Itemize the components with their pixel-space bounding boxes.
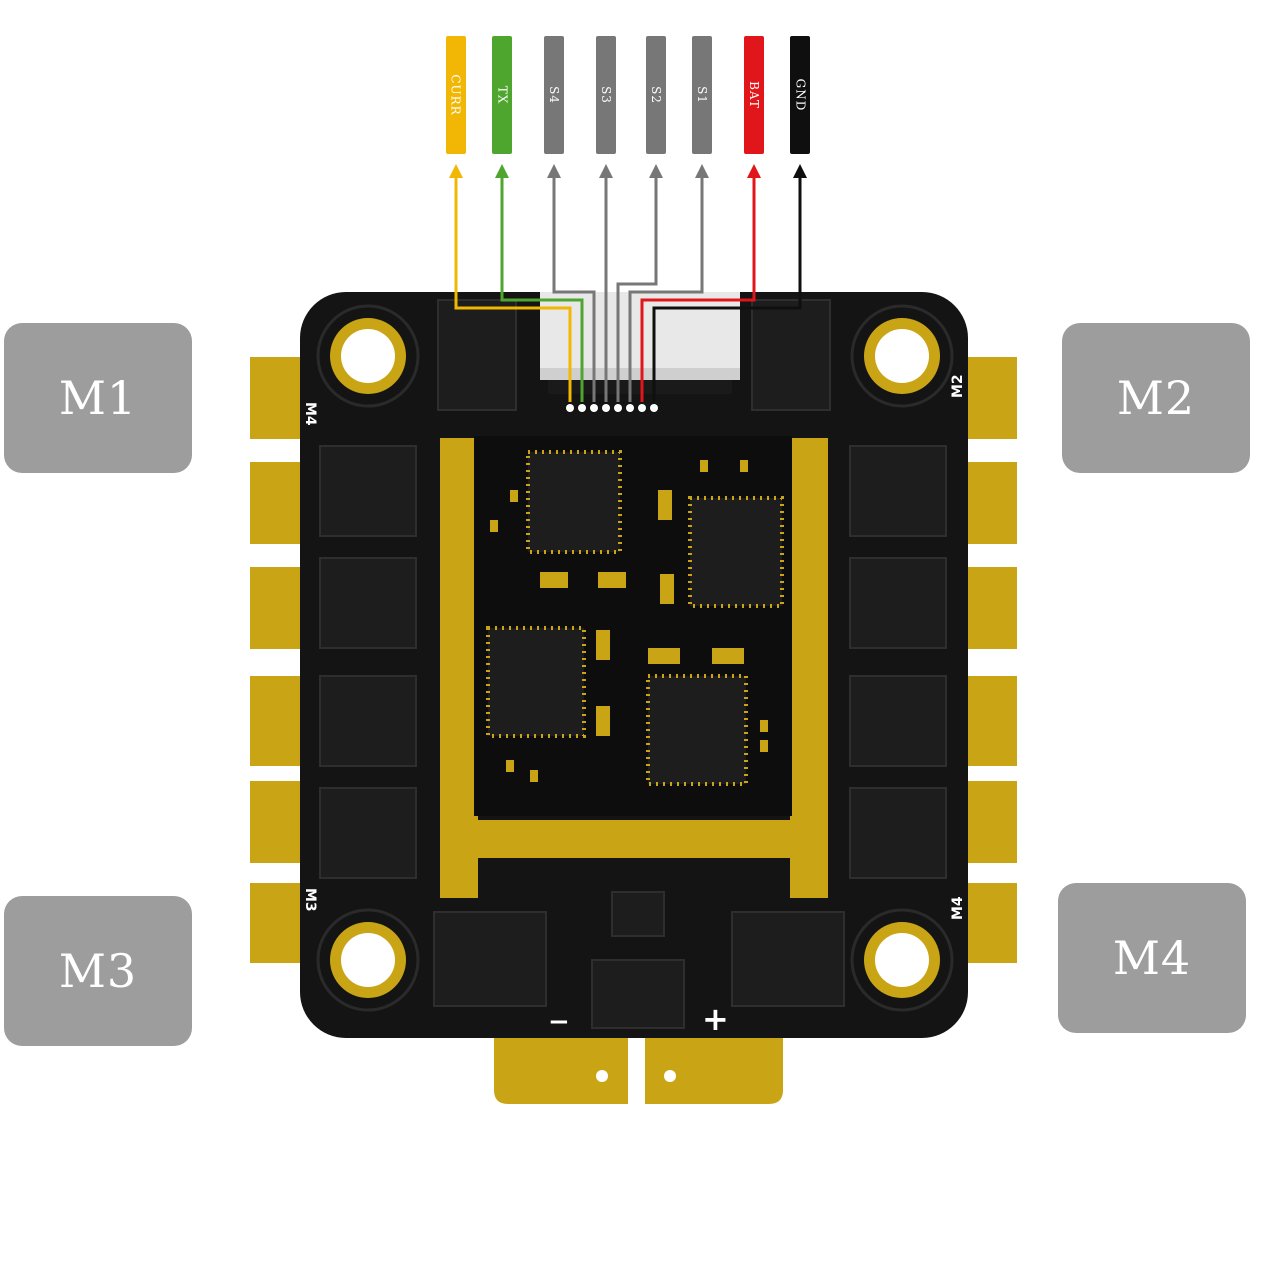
motor-label-m4-text: M4 [1112, 931, 1192, 985]
wire-path-tx [500, 170, 584, 402]
side-mosfets [319, 445, 947, 1029]
wire-tag-label: BAT [747, 81, 761, 109]
wire-pad-s1 [626, 404, 634, 412]
motor-label-m1: M1 [4, 323, 192, 473]
wire-tag-gnd: GND [790, 36, 810, 154]
wire-tag-s3: S3 [596, 36, 616, 154]
wire-tag-s2: S2 [646, 36, 666, 154]
wire-arrow-bat [747, 164, 761, 178]
mounting-holes [316, 304, 954, 1012]
motor-label-m1-text: M1 [58, 371, 138, 425]
board-mark-m4: M4 [950, 896, 966, 920]
right-motor-pads [962, 357, 1017, 963]
wire-tag-label: S2 [648, 86, 663, 104]
wire-tag-curr: CURR [446, 36, 466, 154]
wire-tag-label: GND [793, 78, 807, 112]
wire-tag-label: S4 [546, 86, 561, 104]
wire-path-s4 [552, 170, 596, 402]
wire-arrow-s2 [649, 164, 663, 178]
motor-label-m3-text: M3 [58, 944, 138, 998]
wire-path-bat [640, 170, 756, 402]
wire-arrow-curr [449, 164, 463, 178]
wire-arrow-tx [495, 164, 509, 178]
motor-label-m3: M3 [4, 896, 192, 1046]
wire-path-s1 [628, 170, 704, 402]
board-mark-plus: + [702, 1000, 729, 1038]
power-pads [494, 1034, 783, 1104]
board-mark-m1: M4 [302, 402, 318, 426]
wire-pad-gnd [650, 404, 658, 412]
wire-arrow-s4 [547, 164, 561, 178]
wire-tag-label: S1 [694, 86, 709, 104]
wire-pad-s4 [590, 404, 598, 412]
wire-tag-tx: TX [492, 36, 512, 154]
board-mark-m3: M3 [302, 888, 318, 912]
wire-path-curr [454, 170, 572, 402]
wire-paths [449, 164, 807, 412]
motor-label-m2-text: M2 [1116, 371, 1196, 425]
wire-pad-s2 [614, 404, 622, 412]
left-motor-pads [250, 357, 305, 963]
passive-components [490, 460, 768, 782]
mcu-chips [486, 450, 784, 786]
wire-tag-label: CURR [449, 74, 463, 116]
wire-pad-tx [578, 404, 586, 412]
wire-path-s2 [616, 170, 658, 402]
motor-label-m4: M4 [1058, 883, 1246, 1033]
wire-pad-s3 [602, 404, 610, 412]
board-mark-minus: − [548, 1007, 570, 1037]
wire-tag-bat: BAT [744, 36, 764, 154]
wire-arrow-s3 [599, 164, 613, 178]
wire-tag-label: TX [494, 85, 509, 105]
board-mark-m2: M2 [950, 374, 966, 398]
wire-arrow-s1 [695, 164, 709, 178]
wire-tag-s4: S4 [544, 36, 564, 154]
shield-frame [440, 438, 828, 898]
motor-label-m2: M2 [1062, 323, 1250, 473]
wire-tag-label: S3 [598, 86, 613, 104]
wire-pad-bat [638, 404, 646, 412]
wire-pad-curr [566, 404, 574, 412]
wire-path-gnd [652, 170, 802, 402]
wire-tag-s1: S1 [692, 36, 712, 154]
wire-arrow-gnd [793, 164, 807, 178]
